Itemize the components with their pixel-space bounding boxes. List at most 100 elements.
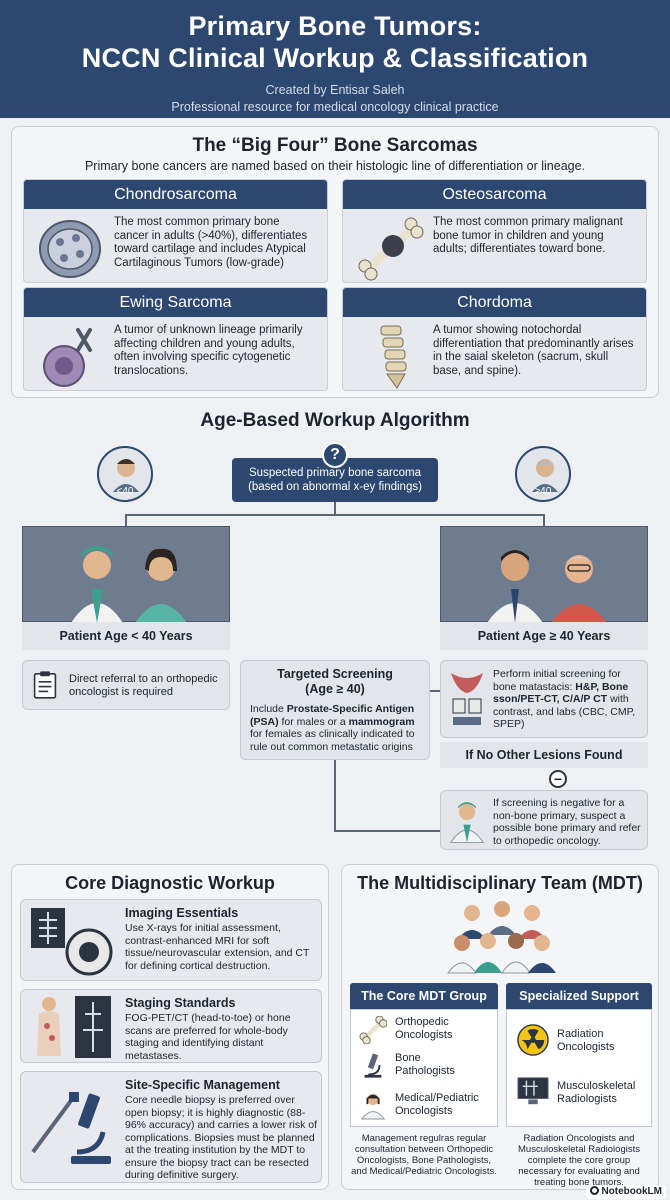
card-description: A tumor showing notochordal differentiat… [433,324,634,377]
role-line-2: Oncologists [395,1029,453,1041]
card-ewing-sarcoma: Ewing Sarcoma A tumor of unknown lineage… [23,287,328,391]
core-mdt-note: Management regulras regular consultation… [351,1133,497,1177]
old-age-label: Patient Age ≥ 40 Years [440,622,648,650]
connector-mid-bottom [334,830,440,832]
role-line-2: Oncologists [557,1041,615,1053]
old-badge-label: ≥40 [534,486,552,497]
clipboard-icon [33,671,57,699]
screening-icons [451,673,483,725]
screen-bold: H&P, Bone sson/PET-CT, C/A/P CT [493,680,629,706]
card-title: Chordoma [343,288,646,317]
card-chondrosarcoma: Chondrosarcoma The most common primary b… [23,179,328,283]
young-action-box: Direct referral to an orthopedic oncolog… [22,660,230,710]
psa-term: Prostate-Specific Antigen (PSA) [250,703,415,728]
targeted-title-line-1: Targeted Screening [277,667,393,681]
young-patients-illustration [22,526,230,623]
staging-text: FOG-PET/CT (head-to-toe) or hone scans a… [125,1012,291,1062]
card-title: Chondrosarcoma [24,180,327,209]
card-title: Ewing Sarcoma [24,288,327,317]
targeted-text: Include Prostate-Specific Antigen (PSA) … [250,703,426,753]
older-patients-illustration [440,526,648,623]
role-line-1: Bone [395,1052,421,1064]
big-four-panel: The “Big Four” Bone Sarcomas Primary bon… [11,126,659,398]
xray-monitor-icon [517,1077,549,1105]
microscope-needle-icon [31,1092,111,1164]
site-specific-text: Core needle biopsy is preferred over ope… [125,1094,317,1181]
header-banner: Primary Bone Tumors: NCCN Clinical Worku… [0,0,670,118]
chromosome-cell-icon [43,328,92,387]
mammogram-term: mammogram [348,715,415,728]
main-title: Primary Bone Tumors: NCCN Clinical Worku… [0,0,670,74]
suspected-line-1: Suspected primary bone sarcoma [249,467,421,479]
targeted-text-mid: for males or a [278,715,349,728]
connector-right-drop [543,514,545,526]
cartilage-cell-icon [39,220,101,278]
card-description: A tumor of unknown lineage primarily aff… [114,324,303,377]
team-group-icon [447,901,556,974]
notebooklm-icon [590,1186,600,1195]
site-specific-title: Site-Specific Management [125,1078,280,1092]
spine-icon [380,325,407,389]
role-line-2: Pathologists [395,1065,455,1077]
mdt-title: The Multidisciplinary Team (MDT) [357,873,643,893]
big-four-subtitle: Primary bone cancers are named based on … [84,159,586,173]
targeted-title-line-2: (Age ≥ 40) [305,682,365,696]
staging-title: Staging Standards [125,996,236,1010]
imaging-essentials-box: Imaging Essentials Use X-rays for initia… [20,899,322,981]
role-line-1: Orthopedic [395,1016,449,1028]
young-badge: <40 [97,446,153,502]
initial-screening-box: Perform initial screening for bone matas… [440,660,648,738]
site-specific-box: Site-Specific Management Core needle bio… [20,1071,322,1183]
notebooklm-label: NotebookLM [601,1186,662,1197]
big-four-title: The “Big Four” Bone Sarcomas [192,135,478,156]
bone-tumor-icon [358,217,424,281]
role-line-2: Radiologists [557,1093,617,1105]
young-badge-label: <40 [116,486,134,497]
targeted-text-pre: Include [250,703,287,715]
card-description: The most common primary malignant bone t… [433,216,623,255]
minus-circle: − [549,770,567,788]
young-person-icon [113,459,139,492]
card-osteosarcoma: Osteosarcoma The most common primary mal… [342,179,647,283]
young-patients-icon [71,546,187,623]
role-line-1: Musculoskeletal [557,1080,636,1092]
older-patients-icon [487,550,607,623]
card-chordoma: Chordoma A tumor showing notochordal dif… [342,287,647,391]
initial-screening-text: Perform initial screening for bone matas… [493,668,645,731]
xray-mri-icon [31,908,113,976]
core-workup-panel: Core Diagnostic Workup Imaging Essential… [11,864,329,1190]
bone-icon [359,1016,387,1044]
question-mark-icon: ? [330,446,340,463]
notebooklm-badge: NotebookLM [586,1185,666,1199]
oncologist-icon [360,1093,386,1120]
young-age-label: Patient Age < 40 Years [22,622,230,650]
targeted-text-post: for females as clinically indicated to r… [250,728,415,753]
old-person-icon [532,459,558,492]
radiation-icon [517,1024,549,1056]
connector-mid-left [334,760,336,830]
mdt-panel: The Multidisciplinary Team (MDT) The Cor… [341,864,659,1190]
core-mdt-group-title: The Core MDT Group [350,983,498,1009]
connector-center [334,500,336,516]
algorithm-title: Age-Based Workup Algorithm [200,410,470,431]
young-action-text: Direct referral to an orthopedic oncolog… [69,673,218,698]
microscope-icon [364,1053,382,1078]
negative-screening-text: If screening is negative for a non-bone … [493,797,641,847]
old-badge: ≥40 [515,446,571,502]
screen-pre: Perform initial screening for bone matas… [493,668,621,693]
targeted-screening-box: Targeted Screening (Age ≥ 40) Include Pr… [240,660,430,760]
doctor-icon [450,802,484,843]
card-description: The most common primary bone cancer in a… [114,216,308,269]
connector-old-to-targeted [430,690,440,692]
screen-post: with contrast, and labs (CBC, CMP, SPEP) [493,693,636,730]
no-lesions-label: If No Other Lesions Found [440,742,648,768]
negative-screening-box: If screening is negative for a non-bone … [440,790,648,850]
